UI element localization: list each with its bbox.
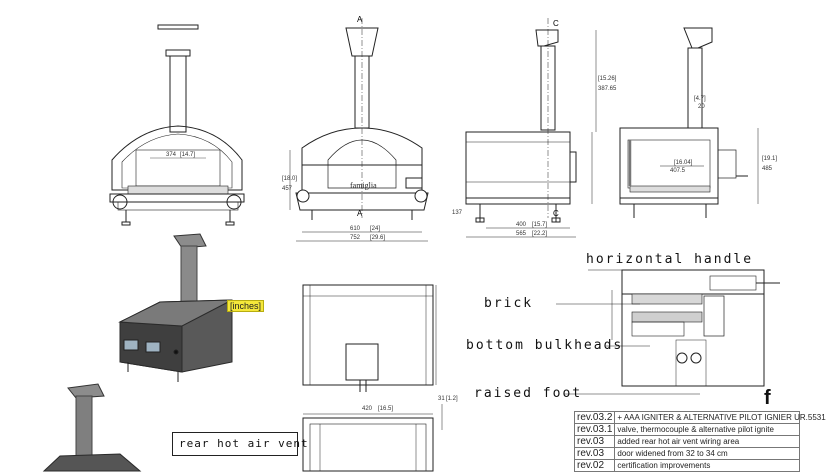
section-mark-c-top: C [553,19,559,28]
revision-description: added rear hot air vent wiring area [614,435,801,448]
dim-side-depth: 400 [516,222,527,228]
section-mark-a-bottom: A [357,209,363,218]
dim-front-overall-in: [29.6] [370,235,385,241]
dim-feet: 137 [452,210,463,216]
rear-hot-air-vent-box: rear hot air vent [172,432,308,456]
sheet-letter: f [764,387,771,409]
dim-side-overall: 565 [516,231,527,237]
dim-section-height: 485 [762,166,773,172]
revision-table: rev.03.2+ AAA IGNITER & ALTERNATIVE PILO… [573,411,826,472]
section-mark-c-bottom: C [553,209,559,218]
revision-description: certification improvements [614,459,801,472]
dim-front-overall: 752 [350,235,361,241]
dim-front-height-in: [18.0] [282,176,297,182]
revision-description: + AAA IGNITER & ALTERNATIVE PILOT IGNIER… [614,411,826,424]
dim-plan-width: 420 [362,406,373,412]
dim-side-depth-in: [15.7] [532,222,547,228]
side-elevation-view [465,18,597,238]
dim-side-total: 387.65 [598,86,617,92]
dim-side-total-in: [15.26] [598,76,617,82]
revision-description: valve, thermocouple & alternative pilot … [614,423,801,436]
section-mark-a-top: A [357,15,363,24]
oven-3d-render-rear [42,383,142,472]
exploded-detail-view [556,269,780,395]
dim-side-overall-in: [22.2] [532,231,547,237]
dim-bottom-depth: 31 [438,396,445,402]
plan-view [302,284,437,392]
label-raised-foot: raised foot [474,386,583,401]
dim-front-width: 610 [350,226,361,232]
units-note: [inches] [227,300,265,312]
revision-code: rev.03 [573,435,616,448]
label-rear-hot-air-vent: rear hot air vent [179,437,309,450]
revision-description: door widened from 32 to 34 cm [614,447,801,460]
revision-code: rev.03.1 [573,423,616,436]
dim-plan-width-in: [16.5] [378,406,393,412]
dim-section-inner-in: [16.04] [674,160,693,166]
dim-section-height-in: [19.1] [762,156,777,162]
revision-code: rev.03 [573,447,616,460]
label-horizontal-handle: horizontal handle [586,252,754,267]
front-cutaway-view [109,24,245,226]
dim-bottom-depth-in: [1.2] [446,396,458,402]
dim-section-flue-in: [4.7] [694,96,706,102]
section-view [619,27,759,218]
dim-section-flue: 20 [698,104,705,110]
label-bottom-bulkheads: bottom bulkheads [466,338,624,353]
dim-left-inner-in: [14.7] [180,152,195,158]
oven-3d-render [118,233,233,382]
revision-rows: rev.03.2+ AAA IGNITER & ALTERNATIVE PILO… [573,411,826,472]
dim-section-inner: 407.5 [670,168,686,174]
drawing-sheet: A A C C famiglia 610 [24] 752 [29.6] 457… [42,15,780,472]
revision-row: rev.03.2+ AAA IGNITER & ALTERNATIVE PILO… [573,411,826,424]
dim-front-height: 457 [282,186,293,192]
dim-left-inner: 374 [166,152,177,158]
revision-code: rev.03.2 [573,411,616,424]
revision-code: rev.02 [573,459,616,472]
detail-view [302,404,443,472]
front-elevation-view [289,18,429,242]
label-brick: brick [484,296,534,311]
dim-front-width-in: [24] [370,226,380,232]
brand-logo: famiglia [350,181,377,190]
